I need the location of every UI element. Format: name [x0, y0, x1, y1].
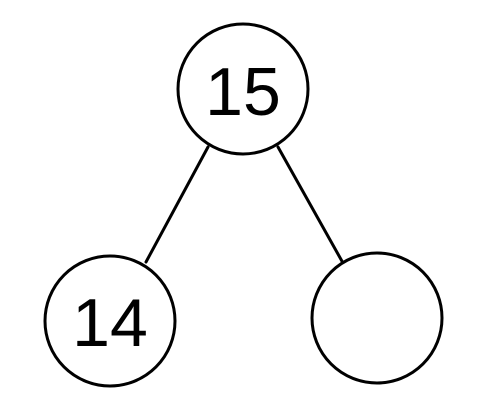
edge-top-to-right [276, 145, 345, 265]
top-node-value: 15 [205, 54, 281, 130]
top-node: 15 [176, 22, 310, 156]
top-node-circle [176, 22, 310, 156]
left-node: 14 [43, 254, 177, 388]
left-node-value: 14 [72, 285, 148, 361]
left-node-circle [43, 254, 177, 388]
edge-top-to-left [144, 145, 210, 264]
right-node-circle[interactable] [310, 251, 444, 385]
right-node[interactable] [310, 251, 444, 385]
